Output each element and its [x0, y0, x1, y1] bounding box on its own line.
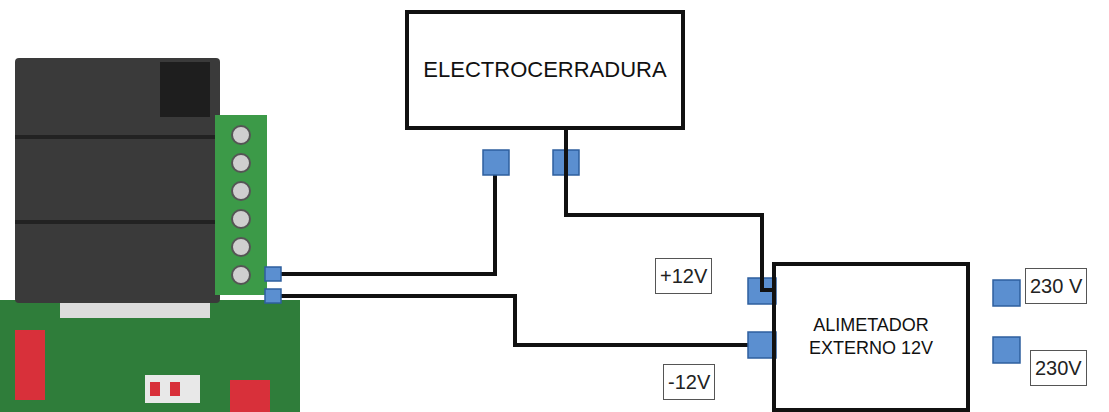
power-supply-box: ALIMETADOR EXTERNO 12V — [772, 262, 970, 412]
relay-gap — [15, 135, 220, 139]
node-text: ELECTROCERRADURA — [423, 56, 666, 85]
jumper — [160, 62, 210, 117]
pin-label: +12V — [655, 258, 712, 294]
connector — [15, 330, 45, 400]
dip-switch — [170, 382, 180, 396]
relay-block — [15, 58, 220, 303]
node-text: ALIMETADOR EXTERNO 12V — [792, 314, 950, 361]
lock-box: ELECTROCERRADURA — [405, 10, 685, 130]
connector — [230, 380, 270, 412]
relay-gap — [15, 220, 220, 224]
wire — [280, 170, 495, 274]
pin-label: -12V — [663, 364, 715, 400]
pin-label: 230 V — [1025, 268, 1087, 304]
pin-label: 230V — [1030, 350, 1087, 386]
dip-switch — [150, 382, 160, 396]
pcb — [0, 300, 300, 412]
terminal-block — [215, 115, 267, 295]
dip-switch — [145, 375, 200, 403]
wire — [280, 296, 755, 345]
terminal-pin — [265, 150, 1020, 363]
screws — [232, 126, 250, 284]
